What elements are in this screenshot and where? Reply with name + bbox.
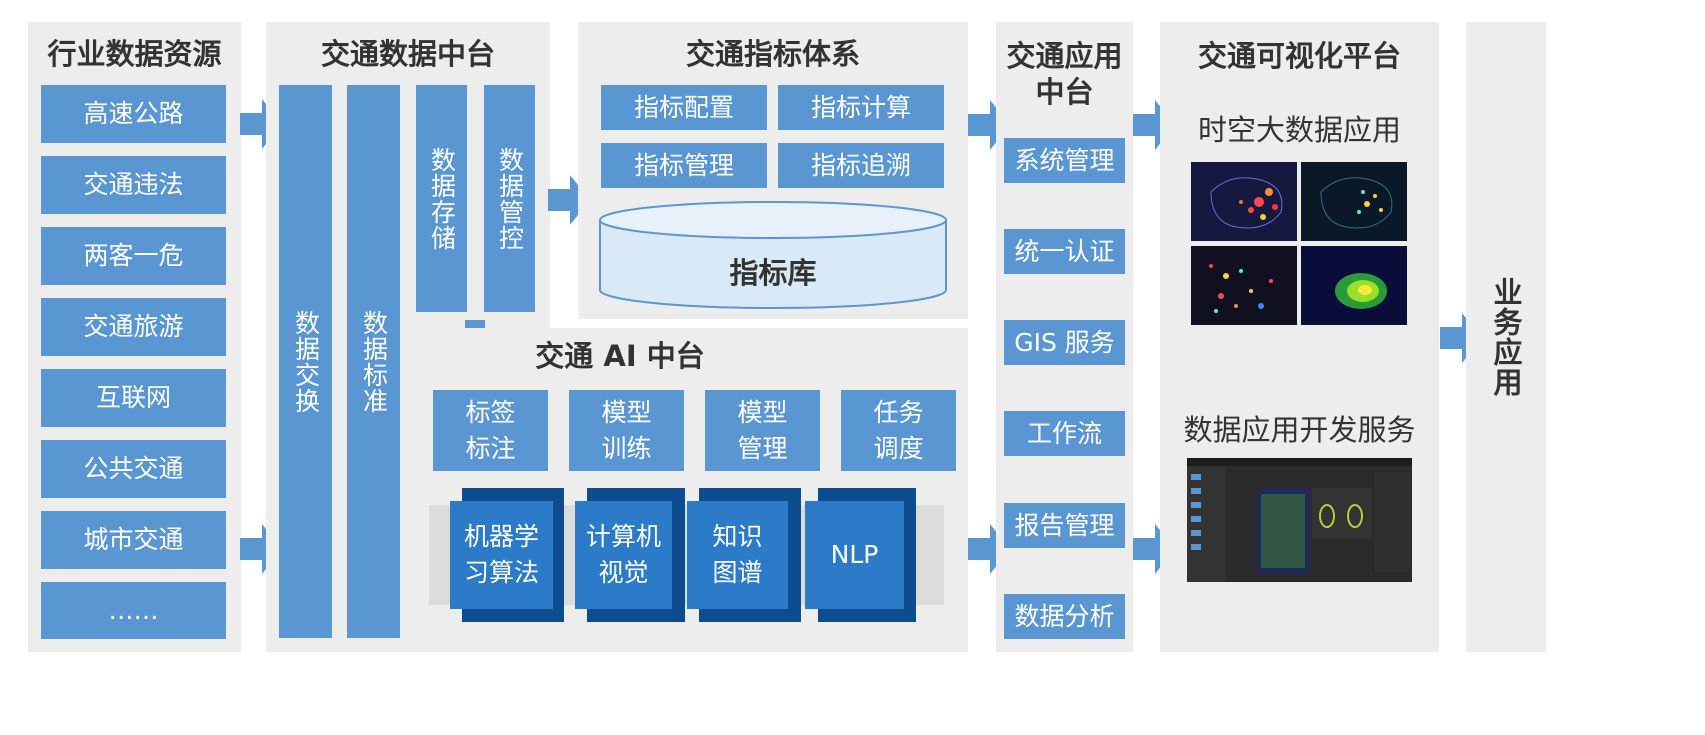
business-app-title: 业务应用: [1489, 277, 1523, 397]
database-cylinder-icon: [599, 201, 947, 309]
kg-module: 知识 图谱: [687, 501, 788, 609]
map-thumbnail: [1301, 162, 1407, 241]
ai-platform-title: 交通 AI 中台: [535, 339, 705, 373]
column-data-standard: 数据标准: [347, 85, 400, 638]
indicator-trace-box: 指标追溯: [778, 143, 944, 188]
app-item-data-analysis: 数据分析: [1004, 594, 1125, 639]
map-thumbnail: [1301, 246, 1407, 325]
source-item-tourism: 交通旅游: [41, 298, 226, 356]
column-data-exchange: 数据交换: [279, 85, 332, 638]
ai-task-scheduling: 任务 调度: [841, 390, 956, 471]
indicator-system-title: 交通指标体系: [685, 37, 860, 71]
column-data-exchange-label: 数据交换: [291, 309, 321, 414]
source-item-urban-traffic: 城市交通: [41, 511, 226, 569]
source-item-highway: 高速公路: [41, 85, 226, 143]
map-thumbnail: [1191, 162, 1297, 241]
source-item-public-transit: 公共交通: [41, 440, 226, 498]
ml-module: 机器学 习算法: [450, 501, 553, 609]
viz-platform-title: 交通可视化平台: [1197, 39, 1401, 73]
dev-service-label: 数据应用开发服务: [1183, 413, 1416, 447]
nlp-module: NLP: [805, 501, 904, 609]
column-data-storage: 数据存储: [416, 85, 467, 312]
source-item-hazmat: 两客一危: [41, 227, 226, 285]
industry-data-title: 行业数据资源: [47, 37, 222, 71]
data-platform-title: 交通数据中台: [320, 37, 495, 71]
source-item-more: ……: [41, 582, 226, 639]
indicator-config-box: 指标配置: [601, 85, 767, 130]
column-data-storage-label: 数据存储: [427, 146, 457, 251]
app-platform-title: 交通应用 中台: [1006, 39, 1123, 109]
column-data-governance-label: 数据管控: [495, 146, 525, 251]
column-data-governance: 数据管控: [484, 85, 535, 312]
source-item-violation: 交通违法: [41, 156, 226, 214]
app-item-report-management: 报告管理: [1004, 503, 1125, 548]
business-app-panel: 业务应用: [1466, 22, 1546, 652]
app-item-gis-service: GIS 服务: [1004, 320, 1125, 365]
indicator-db-label: 指标库: [729, 256, 817, 290]
source-item-internet: 互联网: [41, 369, 226, 427]
ai-task-model-management: 模型 管理: [705, 390, 820, 471]
dev-service-screenshot: [1187, 458, 1412, 582]
ai-task-labeling: 标签 标注: [433, 390, 548, 471]
ai-task-training: 模型 训练: [569, 390, 684, 471]
app-item-workflow: 工作流: [1004, 411, 1125, 456]
app-item-unified-auth: 统一认证: [1004, 229, 1125, 274]
cv-module: 计算机 视觉: [575, 501, 672, 609]
column-data-standard-label: 数据标准: [359, 309, 389, 414]
app-item-system-management: 系统管理: [1004, 138, 1125, 183]
map-thumbnail: [1191, 246, 1297, 325]
indicator-calc-box: 指标计算: [778, 85, 944, 130]
spatial-data-label: 时空大数据应用: [1197, 113, 1401, 147]
indicator-manage-box: 指标管理: [601, 143, 767, 188]
